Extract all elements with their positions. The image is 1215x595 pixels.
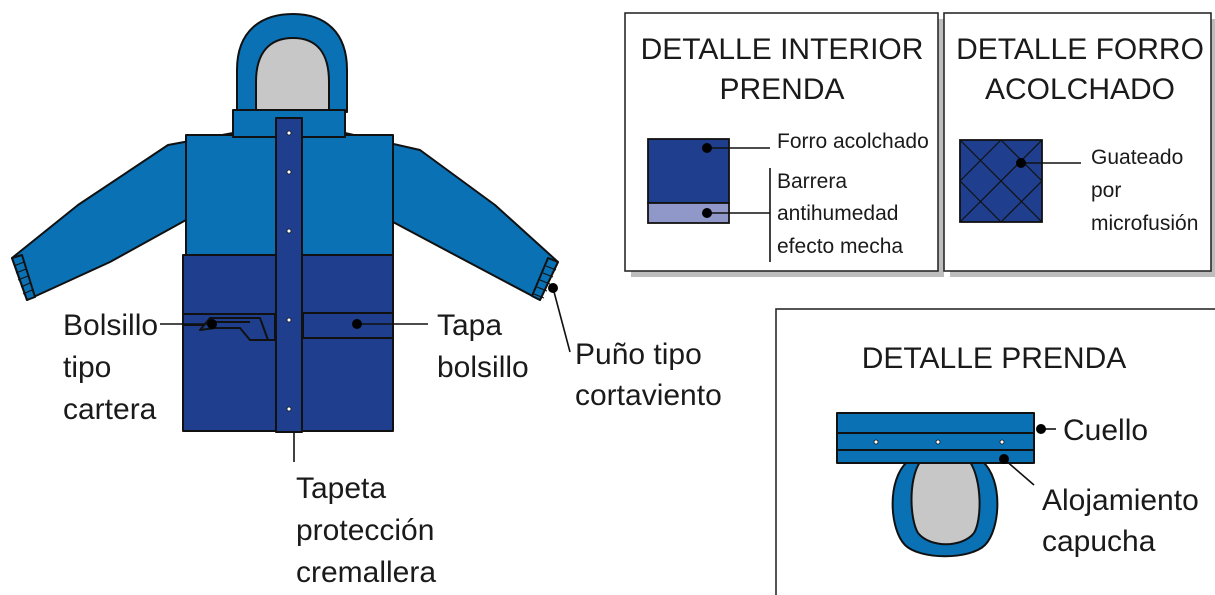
left-pocket-opening [199, 317, 269, 341]
label-barrera: Barrera [777, 170, 847, 193]
label-tapa-bolsillo: Tapa bolsillo [437, 309, 529, 384]
svg-text:antihumedad: antihumedad [777, 202, 898, 225]
label-tapeta-proteccion: Tapeta protección cremallera [296, 472, 436, 589]
jacket-illustration [11, 13, 571, 462]
label-cuello: Cuello [1063, 414, 1148, 447]
collar-detail [836, 412, 1035, 464]
svg-text:bolsillo: bolsillo [437, 351, 529, 384]
svg-text:Tapeta: Tapeta [296, 472, 386, 505]
hood-lining [255, 37, 330, 111]
label-guateado: Guateado [1091, 146, 1183, 169]
label-puno-cortaviento: Puño tipo cortaviento [575, 338, 722, 412]
label-bolsillo-tipo-cartera: Bolsillo tipo cartera [63, 309, 158, 426]
svg-text:protección: protección [296, 514, 434, 547]
label-alojamiento: Alojamiento [1042, 484, 1199, 517]
interior-swatch-forro [647, 138, 730, 204]
label-forro-acolchado: Forro acolchado [777, 130, 929, 153]
svg-text:PRENDA: PRENDA [719, 73, 844, 106]
svg-text:Bolsillo: Bolsillo [63, 309, 158, 342]
svg-text:Puño tipo: Puño tipo [575, 338, 702, 371]
svg-text:por: por [1091, 179, 1121, 202]
panel-detalle-forro: DETALLE FORRO ACOLCHADO Guateado por mic… [943, 12, 1215, 277]
svg-text:cremallera: cremallera [296, 556, 436, 589]
svg-text:ACOLCHADO: ACOLCHADO [985, 73, 1175, 106]
prenda-title: DETALLE PRENDA [862, 342, 1127, 375]
interior-title: DETALLE INTERIOR [641, 33, 924, 66]
svg-text:Tapa: Tapa [437, 309, 502, 342]
zipper-placket [275, 117, 303, 433]
svg-text:microfusión: microfusión [1091, 212, 1198, 235]
svg-text:efecto mecha: efecto mecha [777, 235, 903, 258]
svg-text:capucha: capucha [1042, 525, 1156, 558]
forro-title: DETALLE FORRO [956, 33, 1204, 66]
hood-loop-lining [910, 461, 981, 546]
panel-detalle-interior: DETALLE INTERIOR PRENDA Forro acolchado … [624, 12, 944, 277]
svg-text:tipo: tipo [63, 351, 111, 384]
svg-text:cortaviento: cortaviento [575, 379, 722, 412]
right-pocket-flap [302, 312, 394, 339]
panel-detalle-prenda: DETALLE PRENDA Cuello Alojamiento capuch… [775, 308, 1215, 595]
svg-text:cartera: cartera [63, 393, 157, 426]
